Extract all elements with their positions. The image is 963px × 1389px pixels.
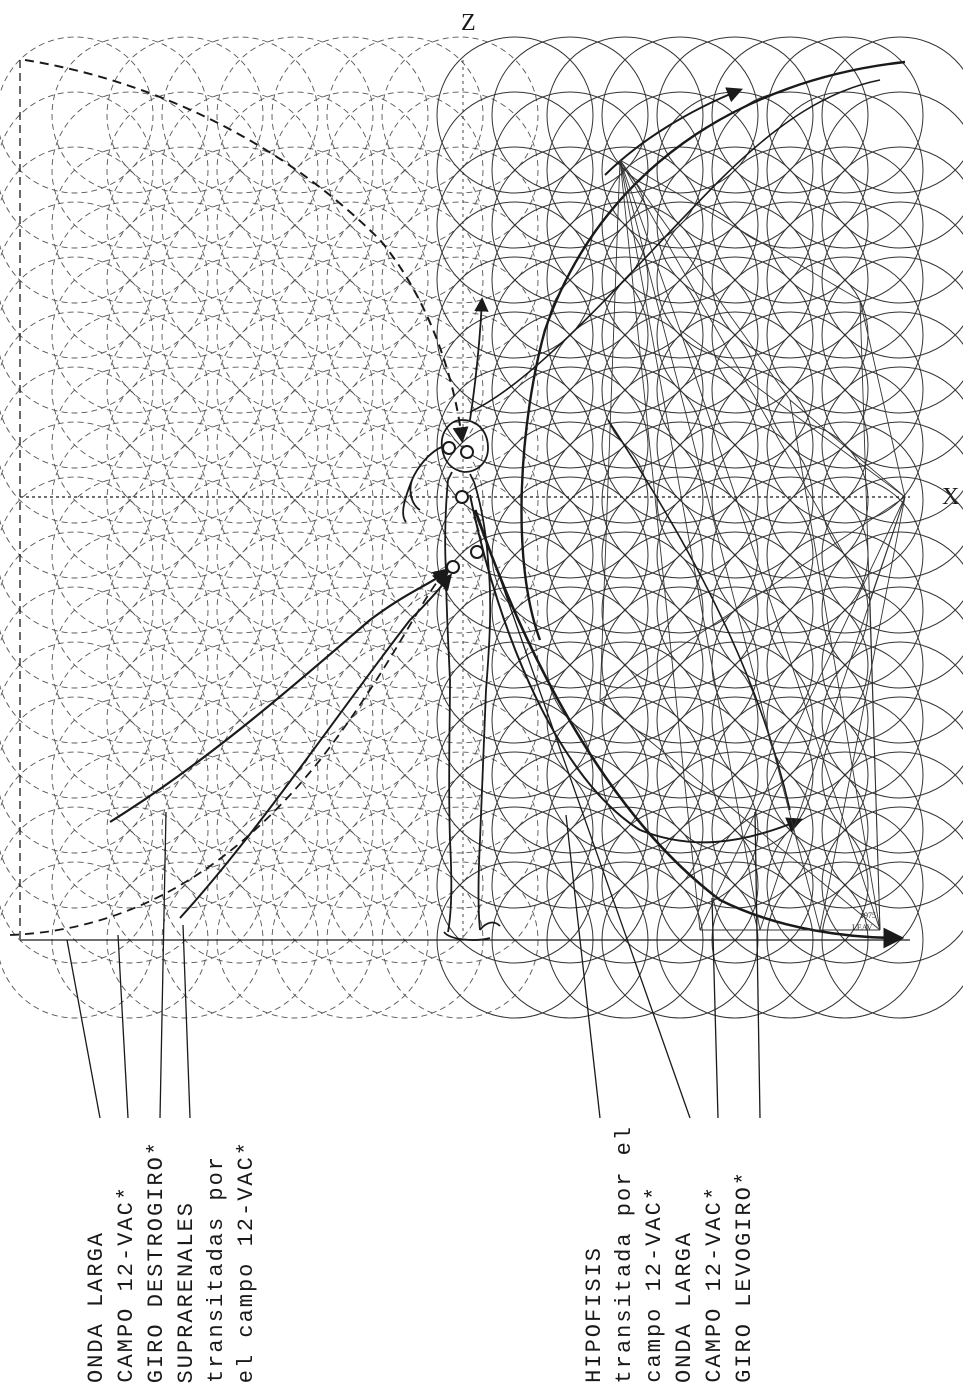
label-campo-left: CAMPO 12-VAC* — [114, 1185, 140, 1383]
lattice-circle — [822, 587, 963, 743]
lattice-circle — [822, 477, 963, 633]
ray-line — [790, 400, 880, 930]
label-onda-larga-left: ONDA LARGA — [84, 1231, 110, 1383]
label-onda-larga-right: ONDA LARGA — [672, 1231, 698, 1383]
lattice-circle — [822, 92, 963, 248]
label-hipofisis: HIPOFISIS — [582, 1246, 608, 1383]
ray-line — [700, 497, 905, 930]
label-giro-destrogiro: GIRO DESTROGIRO* — [144, 1140, 170, 1383]
ray-line — [620, 160, 860, 300]
ray-line — [860, 300, 905, 497]
signature-name: LEAV — [852, 923, 873, 932]
lattice-circle — [822, 532, 963, 688]
lattice-circle — [822, 752, 963, 908]
lattice-circle — [822, 642, 963, 798]
human-figure — [403, 420, 500, 940]
signature-year: 1975 — [860, 911, 876, 920]
solid-circle-lattice — [437, 37, 963, 1018]
ray-line — [680, 330, 880, 930]
label-campo-hipofisis: campo 12-VAC* — [642, 1185, 668, 1383]
label-transitada-por-el: transitada por el — [612, 1125, 638, 1383]
dashed-circle-lattice — [0, 37, 538, 1018]
ray-line — [790, 400, 905, 497]
lattice-circle — [822, 147, 963, 303]
label-pointers — [67, 510, 760, 1118]
lattice-circle — [822, 697, 963, 853]
ray-line — [600, 700, 880, 930]
label-el-campo: el campo 12-VAC* — [234, 1140, 260, 1383]
ray-line — [860, 300, 880, 930]
lattice-circle — [822, 37, 963, 193]
lattice-circle — [822, 257, 963, 413]
label-suprarenales: SUPRARENALES — [174, 1201, 200, 1383]
lattice-circle — [822, 202, 963, 358]
label-giro-levogiro: GIRO LEVOGIRO* — [732, 1170, 758, 1383]
ray-line — [620, 160, 820, 930]
label-campo-right: CAMPO 12-VAC* — [702, 1185, 728, 1383]
label-transitadas-por: transitadas por — [204, 1155, 230, 1383]
